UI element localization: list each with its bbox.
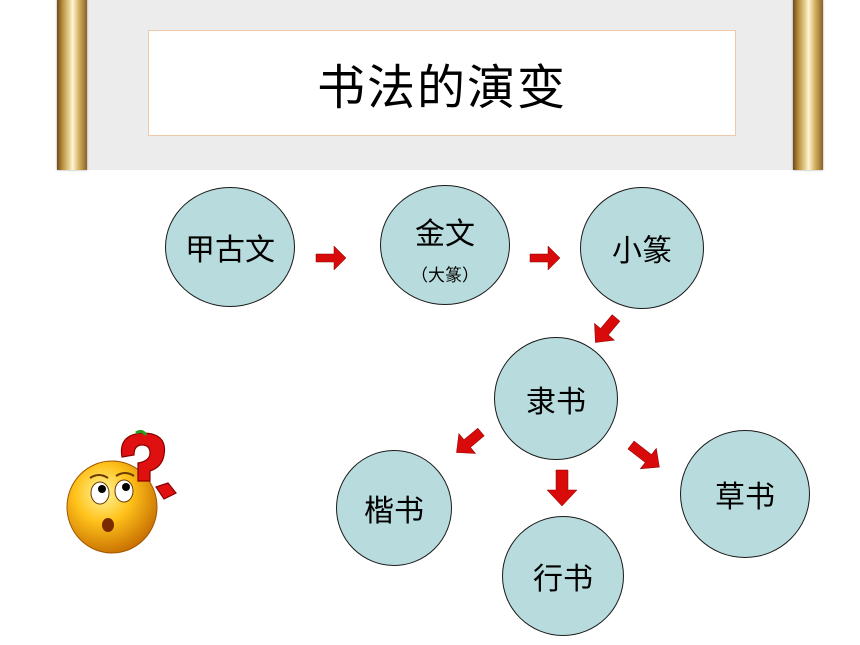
title-box: 书法的演变 — [148, 30, 736, 136]
node-jinwen: 金文 （大篆） — [380, 185, 510, 305]
page-title: 书法的演变 — [316, 60, 567, 116]
arrow-jinwen-to-xiaozhuan — [529, 245, 561, 271]
node-jiaguwen: 甲古文 — [165, 187, 295, 307]
node-label: 隶书 — [526, 384, 586, 420]
node-label: 小篆 — [612, 234, 672, 269]
arrow-jiaguwen-to-jinwen — [315, 245, 347, 271]
arrow-xiaozhuan-to-lishu — [594, 314, 621, 343]
node-label: 金文 — [415, 216, 475, 252]
arrow-lishu-to-caoshu — [627, 440, 660, 470]
node-kaishu: 楷书 — [336, 450, 452, 566]
node-label: 甲古文 — [185, 233, 275, 268]
node-xingshu: 行书 — [502, 516, 624, 636]
scroll-rod-left — [57, 0, 87, 170]
node-label: 楷书 — [364, 494, 424, 529]
arrow-lishu-to-xingshu — [546, 469, 578, 507]
node-label: 草书 — [715, 480, 775, 515]
node-lishu: 隶书 — [494, 337, 618, 460]
arrow-lishu-to-kaishu — [456, 427, 485, 454]
thinking-face-icon — [66, 429, 177, 554]
node-sublabel: （大篆） — [411, 265, 479, 286]
node-xiaozhuan: 小篆 — [580, 187, 704, 309]
node-caoshu: 草书 — [680, 430, 810, 558]
node-label: 行书 — [533, 562, 593, 597]
scroll-rod-right — [793, 0, 823, 170]
